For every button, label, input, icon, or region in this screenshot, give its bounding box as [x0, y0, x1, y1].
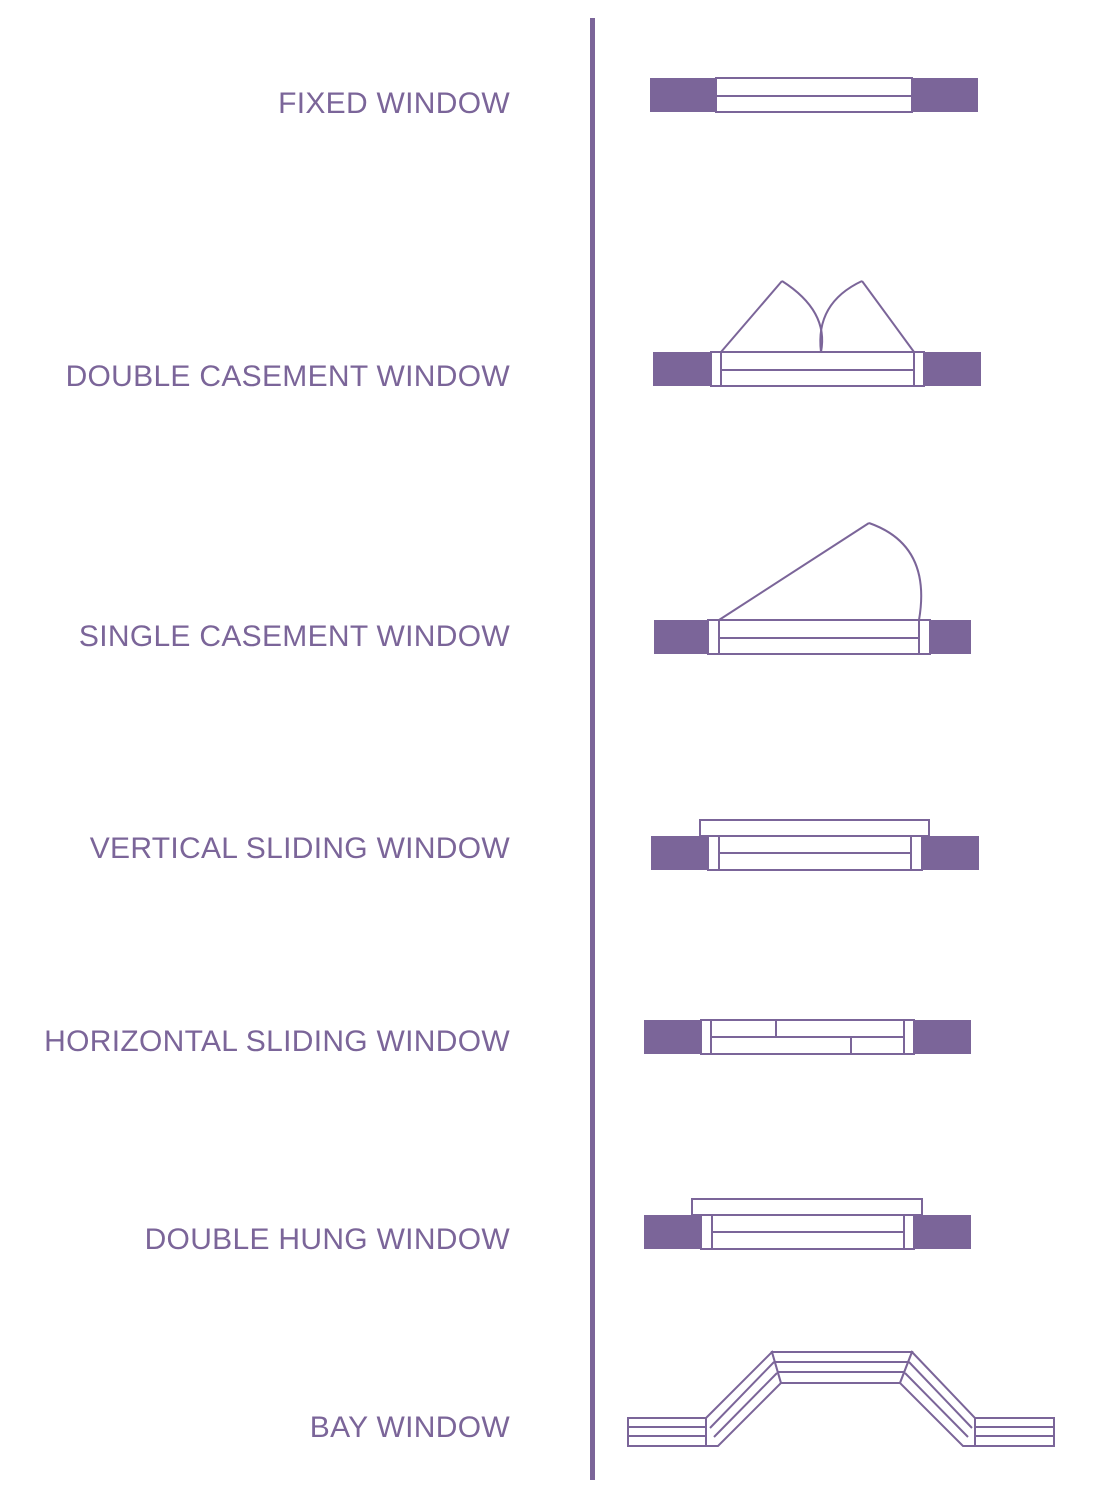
sash-right — [861, 280, 915, 353]
wall-stub-right — [974, 1417, 1055, 1447]
label-double-casement-window: DOUBLE CASEMENT WINDOW — [65, 360, 510, 393]
wall-right — [910, 78, 978, 112]
swing-arc-right — [819, 280, 863, 353]
bay-center-segment — [770, 1351, 914, 1384]
label-bay-window: BAY WINDOW — [309, 1411, 510, 1444]
wall-stub-left — [627, 1417, 707, 1447]
bay-window-symbol — [627, 1350, 1055, 1447]
wall-right — [922, 352, 981, 386]
bay-right-line — [904, 1372, 969, 1438]
sash-left — [720, 280, 783, 353]
swing-arc — [868, 522, 923, 621]
wall-left — [651, 836, 710, 870]
wall-right — [912, 1020, 971, 1054]
double-casement-window-symbol — [653, 280, 981, 387]
wall-left — [654, 620, 710, 654]
bay-right-line — [908, 1361, 973, 1429]
label-horizontal-sliding-window: HORIZONTAL SLIDING WINDOW — [44, 1025, 510, 1058]
bay-left-line — [713, 1372, 778, 1438]
label-single-casement-window: SINGLE CASEMENT WINDOW — [78, 620, 510, 653]
single-casement-window-symbol — [654, 522, 971, 655]
vertical-sliding-window-symbol — [651, 819, 979, 871]
label-vertical-sliding-window: VERTICAL SLIDING WINDOW — [89, 832, 510, 865]
fixed-window-symbol — [650, 77, 978, 113]
double-hung-window-symbol — [644, 1198, 971, 1250]
wall-right — [920, 836, 979, 870]
label-double-hung-window: DOUBLE HUNG WINDOW — [144, 1223, 510, 1256]
divider-line — [590, 18, 595, 1480]
wall-right — [913, 1215, 971, 1249]
sash — [718, 522, 870, 621]
bay-right-segment — [898, 1350, 976, 1447]
sill — [699, 819, 930, 837]
sill — [691, 1198, 923, 1216]
wall-left — [650, 78, 718, 112]
bay-left-line — [709, 1361, 775, 1429]
wall-left — [644, 1215, 701, 1249]
swing-arc-left — [781, 280, 824, 353]
label-fixed-window: FIXED WINDOW — [278, 87, 510, 120]
horizontal-sliding-window-symbol — [644, 1019, 971, 1055]
wall-left — [644, 1020, 702, 1054]
wall-right — [928, 620, 971, 654]
wall-left — [653, 352, 713, 386]
